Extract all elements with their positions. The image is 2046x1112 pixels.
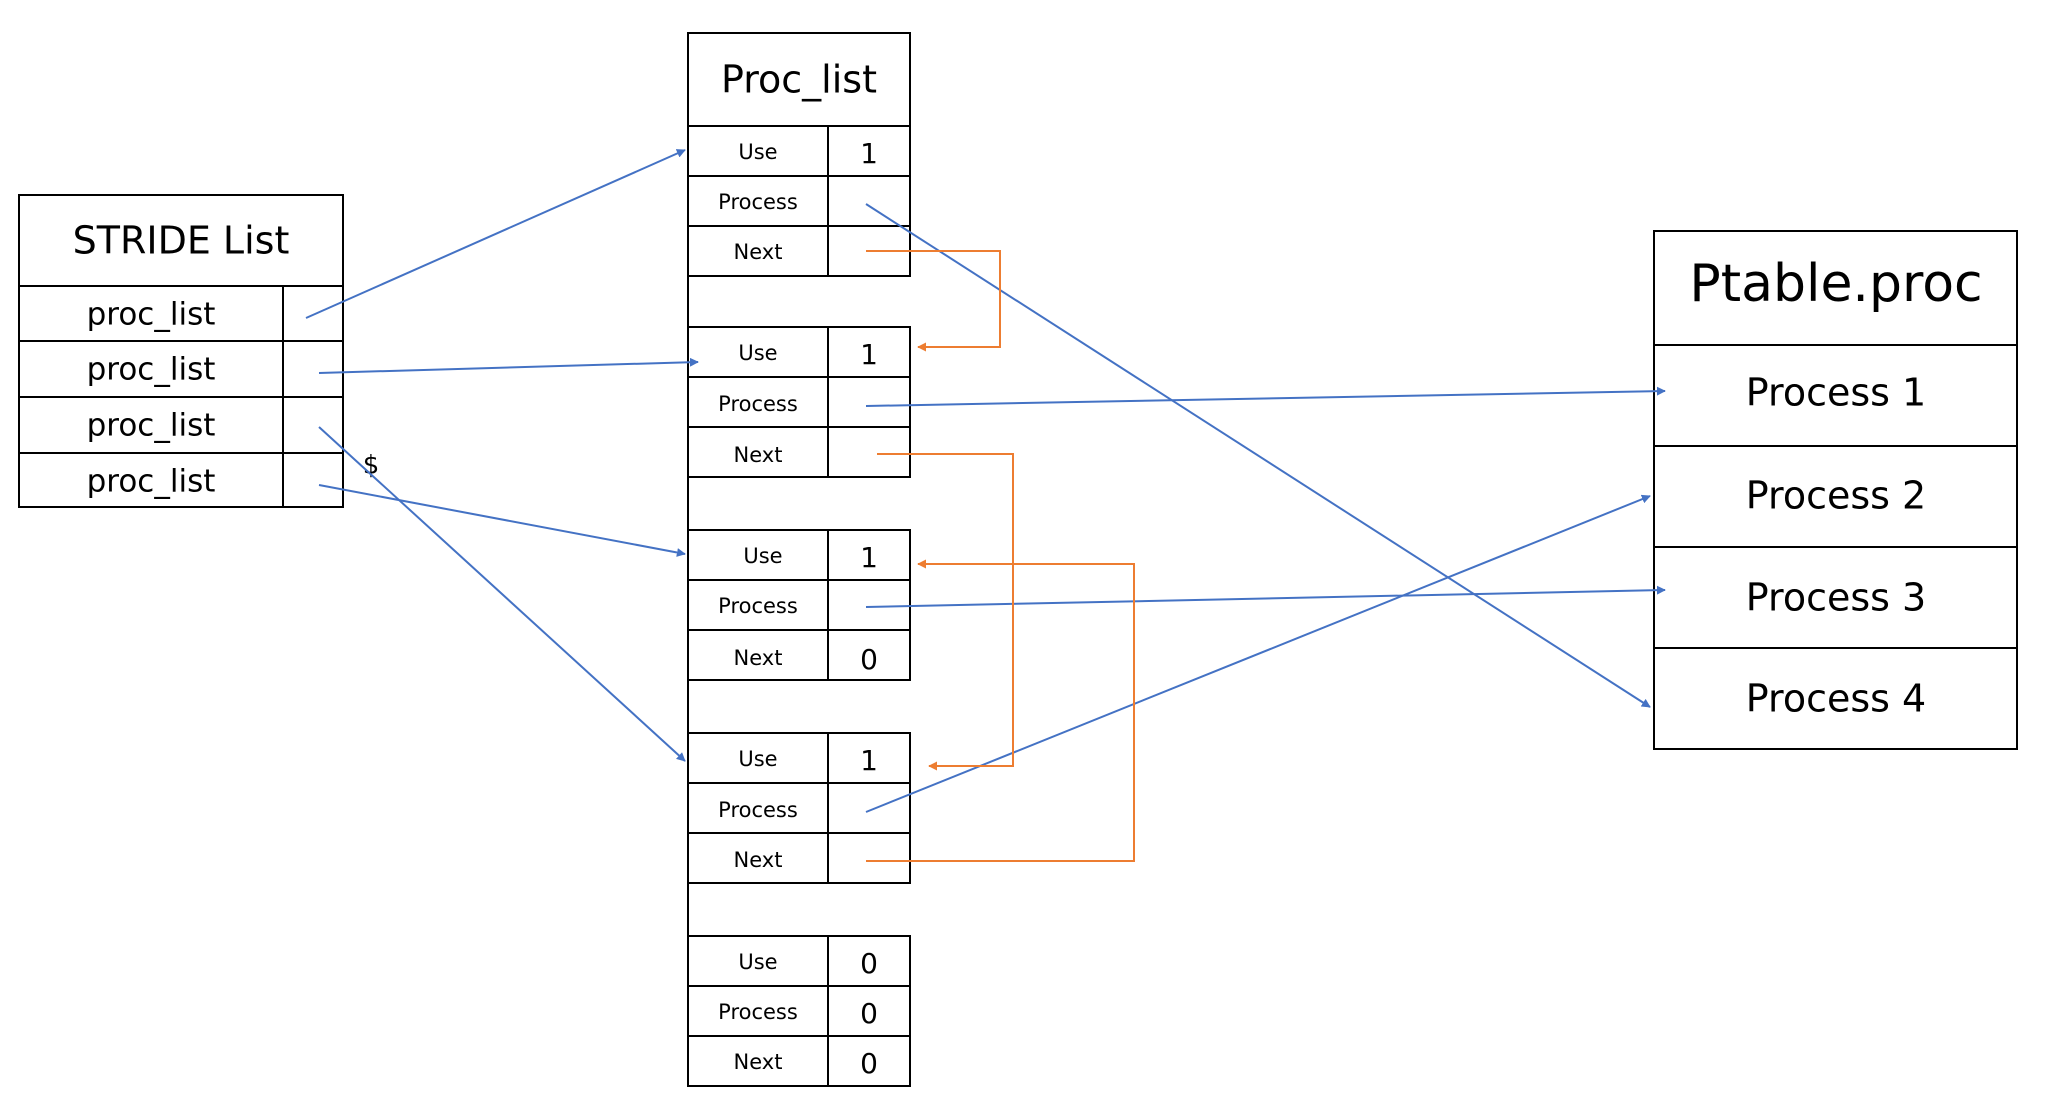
arrow-stride-row3-to-node4 [318,426,686,762]
arrow-node2-to-process-1 [865,386,1666,407]
process-pointer-arrows [865,203,1666,813]
proc-list-title: Proc_list [721,58,877,102]
arrow-node1-to-process-4 [865,203,1651,708]
node-2-next-label: Next [734,443,783,467]
ptable-proc-table: Ptable.proc Process 1 Process 2 Process … [1653,230,2018,750]
node-1-process-label: Process [718,190,798,214]
node-1-next-label: Next [734,240,783,264]
stride-pointer-arrows [305,149,699,762]
node-3-process-label: Process [718,594,798,618]
proc-list-node-3: Use Process Next 1 0 [687,529,911,681]
node-5-process-value: 0 [860,997,878,1030]
proc-list-node-1: Use Process Next 1 [687,125,911,277]
node-3-next-label: Next [734,646,783,670]
stride-list-title: STRIDE List [73,219,290,263]
node-5-next-label: Next [734,1050,783,1074]
node-3-next-value: 0 [860,643,878,676]
proc-list-column: Proc_list Use Process Next 1 Use Process… [687,32,911,1087]
ptable-frame [1653,230,2018,750]
ptable-title: Ptable.proc [1689,254,1982,314]
node-5-process-label: Process [718,1000,798,1024]
node-5-use-label: Use [738,950,777,974]
ptable-row-process-1: Process 1 [1746,371,1926,415]
stride-list-row-1: proc_list [87,297,216,333]
node-4-process-label: Process [718,798,798,822]
node-5-use-value: 0 [860,947,878,980]
node-2-process-label: Process [718,392,798,416]
ptable-row-process-4: Process 4 [1746,677,1926,721]
proc-list-node-5: Use Process Next 0 0 0 [687,935,911,1087]
arrow-node4-next-to-node3 [866,559,1135,862]
arrow-node1-next-to-node2 [866,250,1001,352]
stride-list-table: STRIDE List proc_list proc_list proc_lis… [18,194,344,508]
arrow-stride-row4-to-node3 [318,484,686,557]
arrow-node4-to-process-2 [865,494,1651,813]
node-3-use-value: 1 [860,541,878,574]
stray-dollar-mark: $ [363,451,380,481]
node-4-next-label: Next [734,848,783,872]
node-3-use-label: Use [743,544,782,568]
node-1-use-label: Use [738,140,777,164]
proc-list-node-4: Use Process Next 1 [687,732,911,884]
stride-list-row-4: proc_list [87,464,216,500]
ptable-row-process-2: Process 2 [1746,474,1926,518]
arrow-stride-row2-to-node2 [318,357,699,374]
stride-list-frame [18,194,344,508]
stride-list-row-3: proc_list [87,408,216,444]
arrow-stride-row1-to-node1 [305,149,686,319]
node-5-next-value: 0 [860,1047,878,1080]
node-2-use-value: 1 [860,338,878,371]
node-4-use-label: Use [738,747,777,771]
node-4-use-value: 1 [860,744,878,777]
node-1-use-value: 1 [860,137,878,170]
arrow-node3-to-process-3 [865,585,1666,608]
node-2-use-label: Use [738,341,777,365]
stride-list-row-2: proc_list [87,352,216,388]
arrow-node2-next-to-node4 [877,453,1014,771]
proc-list-node-2: Use Process Next 1 [687,326,911,478]
next-pointer-arrows [866,250,1135,862]
ptable-row-process-3: Process 3 [1746,576,1926,620]
